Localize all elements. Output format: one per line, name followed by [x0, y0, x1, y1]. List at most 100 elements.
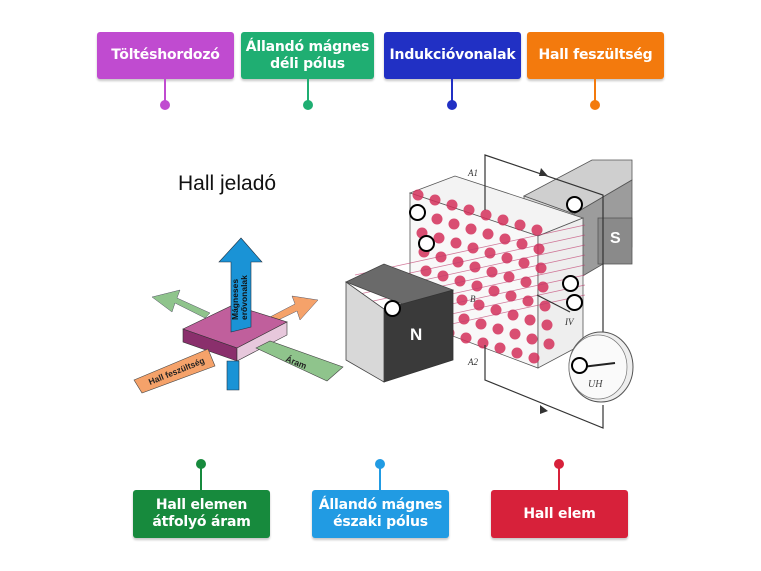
charge-carrier-dot	[488, 285, 500, 297]
label-pin	[554, 459, 564, 469]
charge-carrier-dot	[460, 332, 472, 344]
label-b: B	[470, 294, 476, 304]
label-stem	[379, 468, 381, 490]
label-pin	[375, 459, 385, 469]
charge-carrier-dot	[507, 309, 519, 321]
arrow-left-label: Hall feszültség	[147, 355, 206, 387]
charge-carrier-dot	[467, 242, 479, 254]
label-pin	[447, 100, 457, 110]
charge-carrier-dot	[431, 213, 443, 225]
charge-carrier-dot	[505, 290, 517, 302]
charge-carrier-dot	[516, 238, 528, 250]
label-aram[interactable]: Hall elemen átfolyó áram	[133, 490, 270, 538]
label-tolteshordozo[interactable]: Töltéshordozó	[97, 32, 234, 79]
south-magnet-side	[573, 179, 633, 282]
north-pole-label: N	[410, 325, 422, 344]
charge-carrier-dot	[492, 323, 504, 335]
charge-carrier-dot	[441, 308, 453, 320]
voltmeter-label: UH	[588, 379, 603, 390]
arrow-top	[539, 168, 548, 176]
charge-carrier-dot	[524, 314, 536, 326]
south-pole-label: S	[610, 230, 621, 247]
label-stem	[200, 468, 202, 490]
charge-carrier-dot	[537, 281, 549, 293]
charge-carrier-dot	[469, 261, 481, 273]
charge-carrier-dot	[533, 243, 545, 255]
hotspot-4[interactable]	[562, 275, 579, 292]
hall-element-slab-top	[182, 304, 288, 349]
hall-element-slab-right	[236, 321, 288, 362]
current-arrow	[536, 294, 571, 313]
charge-carrier-dot	[463, 204, 475, 216]
charge-carrier-dot	[480, 209, 492, 221]
hall-plate-front	[409, 192, 539, 369]
hotspot-3[interactable]	[566, 196, 583, 213]
circuit-wire-top	[484, 154, 604, 340]
arrow-orange-back	[267, 295, 319, 324]
charge-carrier-dot	[497, 214, 509, 226]
charge-carrier-dot	[484, 247, 496, 259]
charge-carrier-dot	[486, 266, 498, 278]
induction-line	[354, 224, 586, 276]
south-magnet-face	[597, 217, 633, 265]
label-eszaki-polus[interactable]: Állandó mágnes északi pólus	[312, 490, 449, 538]
charge-carriers	[412, 189, 555, 364]
label-stem	[451, 79, 453, 101]
hotspot-6[interactable]	[384, 300, 401, 317]
label-indukciovonalak[interactable]: Indukcióvonalak	[384, 32, 521, 79]
charge-carrier-dot	[490, 304, 502, 316]
label-pin	[590, 100, 600, 110]
label-hall-feszultseg[interactable]: Hall feszültség	[527, 32, 664, 79]
north-magnet-left	[345, 281, 385, 383]
charge-carrier-dot	[426, 322, 438, 334]
label-deli-polus[interactable]: Állandó mágnes déli pólus	[241, 32, 374, 79]
charge-carrier-dot	[435, 251, 447, 263]
label-a1: A1	[467, 168, 478, 178]
charge-carrier-dot	[424, 303, 436, 315]
charge-carrier-dot	[526, 333, 538, 345]
charge-carrier-dot	[439, 289, 451, 301]
charge-carrier-dot	[429, 194, 441, 206]
charge-carrier-dot	[522, 295, 534, 307]
label-hall-elem[interactable]: Hall elem	[491, 490, 628, 538]
charge-carrier-dot	[448, 218, 460, 230]
charge-carrier-dot	[511, 347, 523, 359]
charge-carrier-dot	[452, 256, 464, 268]
arrow-blue-up-head	[218, 237, 263, 333]
hotspot-5[interactable]	[566, 294, 583, 311]
label-pin	[196, 459, 206, 469]
induction-line	[354, 254, 586, 306]
charge-carrier-dot	[458, 313, 470, 325]
charge-carrier-dot	[420, 265, 432, 277]
charge-carrier-dot	[475, 318, 487, 330]
charge-carrier-dot	[494, 342, 506, 354]
induction-line	[354, 234, 586, 286]
arrow-bottom	[540, 405, 548, 414]
charge-carrier-dot	[528, 352, 540, 364]
charge-carrier-dot	[543, 338, 555, 350]
charge-carrier-dot	[514, 219, 526, 231]
circuit-wire-bottom	[484, 345, 604, 429]
charge-carrier-dot	[443, 327, 455, 339]
charge-carrier-dot	[477, 337, 489, 349]
label-pin	[160, 100, 170, 110]
hotspot-1[interactable]	[409, 204, 426, 221]
charge-carrier-dot	[422, 284, 434, 296]
charge-carrier-dot	[518, 257, 530, 269]
induction-lines	[354, 224, 586, 346]
hall-element-slab-left	[182, 328, 238, 362]
charge-carrier-dot	[473, 299, 485, 311]
charge-carrier-dot	[541, 319, 553, 331]
charge-carrier-dot	[412, 189, 424, 201]
label-a2: A2	[467, 357, 478, 367]
hotspot-7[interactable]	[571, 357, 588, 374]
charge-carrier-dot	[509, 328, 521, 340]
charge-carrier-dot	[456, 294, 468, 306]
induction-line	[354, 244, 586, 296]
charge-carrier-dot	[535, 262, 547, 274]
charge-carrier-dot	[450, 237, 462, 249]
charge-carrier-dot	[503, 271, 515, 283]
arrow-right-label: Áram	[284, 354, 308, 372]
charge-carrier-dot	[482, 228, 494, 240]
hotspot-2[interactable]	[418, 235, 435, 252]
